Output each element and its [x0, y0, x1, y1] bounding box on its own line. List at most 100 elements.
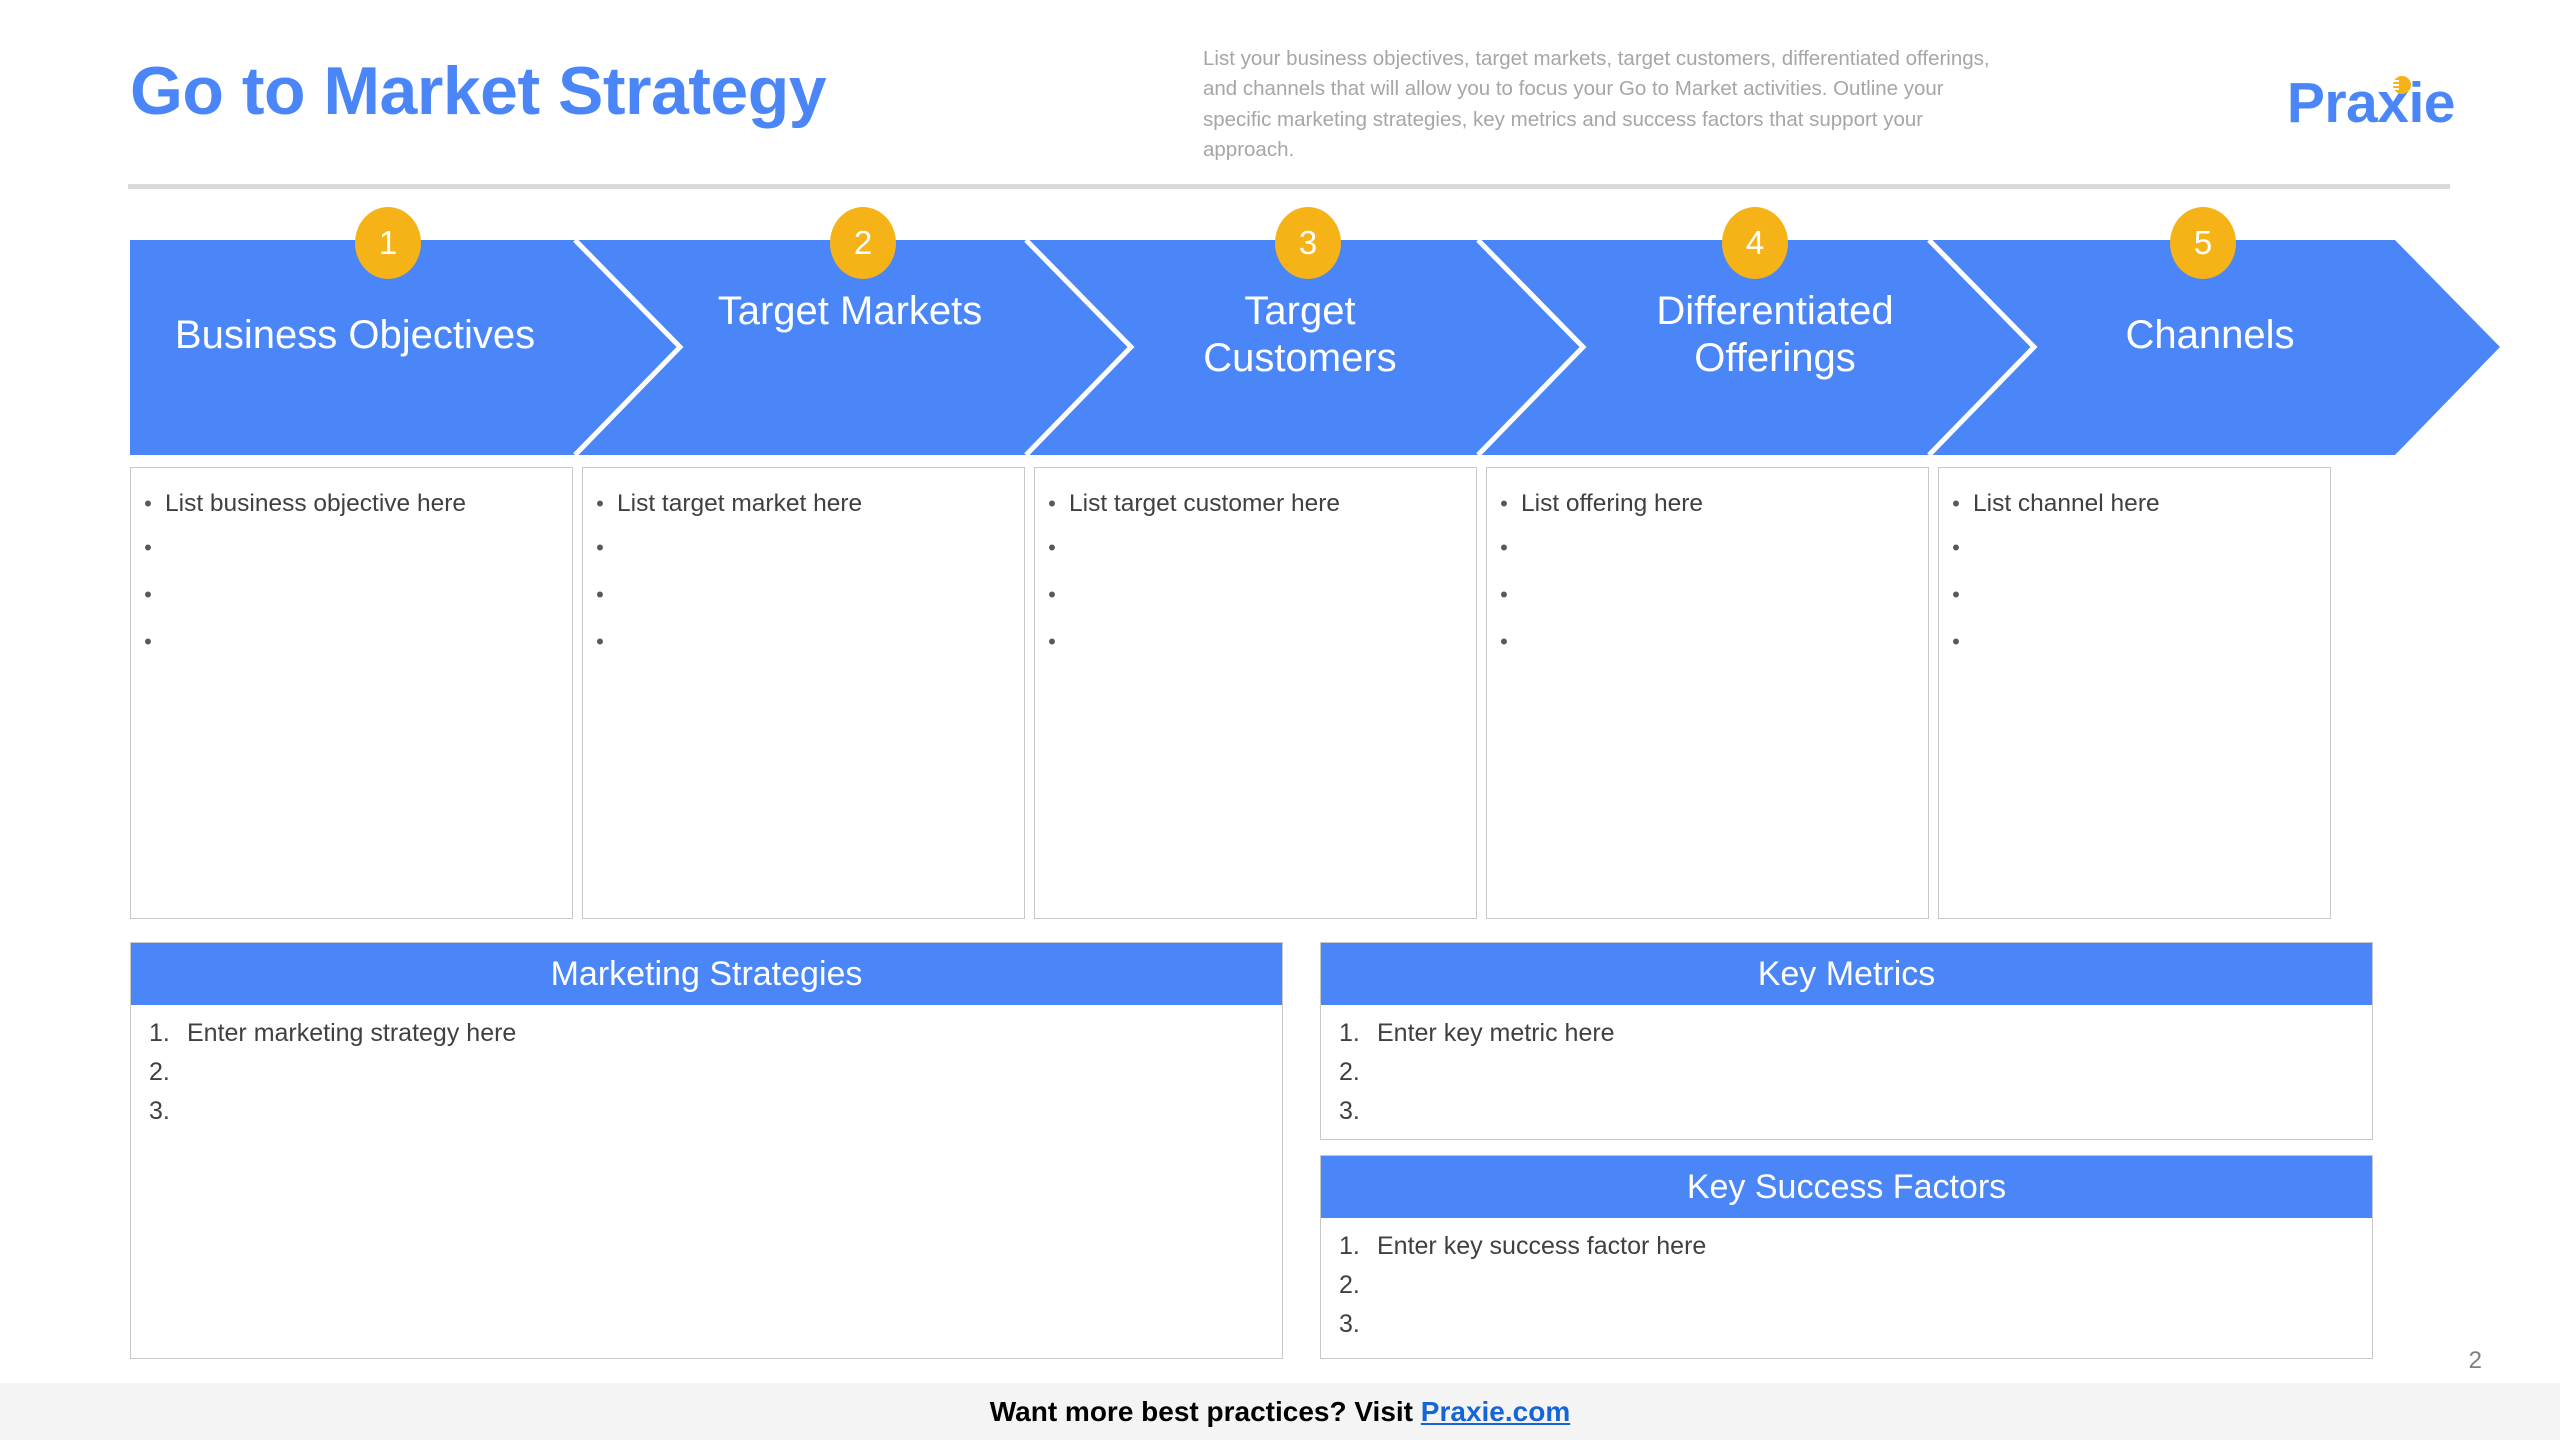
bullet-box-differentiated-offerings[interactable]: • List offering here • • • — [1486, 467, 1929, 919]
bullet-dot-icon: • — [1048, 535, 1056, 560]
list-number: 2. — [1339, 1058, 1360, 1086]
bullet-dot-icon: • — [596, 629, 604, 654]
list-item[interactable]: 1. Enter marketing strategy here — [131, 1019, 1282, 1058]
bullet-dot-icon: • — [1952, 582, 1960, 607]
bullet-dot-icon: • — [1500, 629, 1508, 654]
bullet-text: List offering here — [1521, 490, 1704, 517]
list-item[interactable]: • List offering here — [1487, 490, 1928, 537]
bullet-text: List business objective here — [165, 490, 466, 517]
bullet-box-target-customers[interactable]: • List target customer here • • • — [1034, 467, 1477, 919]
bullet-text: List target market here — [617, 490, 863, 517]
list-number: 1. — [1339, 1019, 1360, 1047]
bullet-dot-icon: • — [1048, 582, 1056, 607]
bullet-dot-icon: • — [144, 629, 152, 654]
numbered-list-key-metrics: 1. Enter key metric here 2. 3. — [1321, 1005, 2372, 1136]
step-badge-2: 2 — [830, 207, 896, 279]
list-item[interactable]: 2. — [1321, 1271, 2372, 1310]
footer-text-before: Want more best practices? Visit — [989, 1395, 1421, 1427]
list-item[interactable]: • — [1939, 631, 2330, 678]
bullet-dot-icon: • — [144, 582, 152, 607]
list-item[interactable]: 3. — [1321, 1310, 2372, 1349]
list-item[interactable]: • — [1487, 584, 1928, 631]
list-item[interactable]: • — [1035, 584, 1476, 631]
list-item[interactable]: • — [583, 584, 1024, 631]
list-text: Enter marketing strategy here — [187, 1019, 517, 1047]
list-item[interactable]: • — [1035, 631, 1476, 678]
bullet-dot-icon: • — [1048, 629, 1056, 654]
list-item[interactable]: 3. — [1321, 1097, 2372, 1136]
list-item[interactable]: • — [1487, 537, 1928, 584]
bullet-list: • List target market here • • • — [583, 490, 1024, 678]
step-badge-1: 1 — [355, 207, 421, 279]
list-item[interactable]: • List business objective here — [131, 490, 572, 537]
list-number: 3. — [1339, 1097, 1360, 1125]
list-number: 3. — [149, 1097, 170, 1125]
list-item[interactable]: • List channel here — [1939, 490, 2330, 537]
panel-key-metrics[interactable]: Key Metrics 1. Enter key metric here 2. … — [1320, 942, 2373, 1140]
bullet-dot-icon: • — [1500, 535, 1508, 560]
process-band-shape — [130, 240, 2500, 455]
list-item[interactable]: 3. — [131, 1097, 1282, 1136]
panel-title-marketing-strategies: Marketing Strategies — [131, 943, 1282, 1005]
bullet-list: • List business objective here • • • — [131, 490, 572, 678]
bullet-list: • List channel here • • • — [1939, 490, 2330, 678]
step-badge-3: 3 — [1275, 207, 1341, 279]
list-number: 1. — [149, 1019, 170, 1047]
panel-key-success-factors[interactable]: Key Success Factors 1. Enter key success… — [1320, 1155, 2373, 1359]
numbered-list-key-success-factors: 1. Enter key success factor here 2. 3. — [1321, 1218, 2372, 1349]
list-item[interactable]: • List target customer here — [1035, 490, 1476, 537]
bullet-box-target-markets[interactable]: • List target market here • • • — [582, 467, 1025, 919]
process-band: Business Objectives Target Markets Targe… — [0, 207, 2560, 455]
bullet-dot-icon: • — [144, 535, 152, 560]
list-item[interactable]: 1. Enter key metric here — [1321, 1019, 2372, 1058]
bullet-dot-icon: • — [1952, 491, 1960, 516]
bullet-dot-icon: • — [1952, 629, 1960, 654]
bullet-box-row: • List business objective here • • • • L… — [0, 467, 2560, 919]
bullet-text: List target customer here — [1069, 490, 1340, 517]
bullet-box-channels[interactable]: • List channel here • • • — [1938, 467, 2331, 919]
page-description: List your business objectives, target ma… — [1203, 47, 1990, 161]
list-text: Enter key success factor here — [1377, 1232, 1707, 1260]
bullet-dot-icon: • — [596, 491, 604, 516]
bullet-dot-icon: • — [596, 535, 604, 560]
bullet-list: • List target customer here • • • — [1035, 490, 1476, 678]
list-item[interactable]: • — [1939, 584, 2330, 631]
list-number: 2. — [1339, 1271, 1360, 1299]
step-badge-5: 5 — [2170, 207, 2236, 279]
list-item[interactable]: • List target market here — [583, 490, 1024, 537]
list-text: Enter key metric here — [1377, 1019, 1615, 1047]
bullet-dot-icon: • — [144, 491, 152, 516]
list-item[interactable]: • — [583, 537, 1024, 584]
panel-title-key-metrics: Key Metrics — [1321, 943, 2372, 1005]
page-title: Go to Market Strategy — [130, 53, 827, 129]
bullet-dot-icon: • — [1048, 491, 1056, 516]
sun-dot-icon — [2386, 76, 2411, 94]
panel-marketing-strategies[interactable]: Marketing Strategies 1. Enter marketing … — [130, 942, 1283, 1359]
page-footer: Want more best practices? Visit Praxie.c… — [0, 1383, 2560, 1440]
page-header: Go to Market Strategy List your business… — [0, 0, 2560, 190]
bullet-list: • List offering here • • • — [1487, 490, 1928, 678]
list-number: 1. — [1339, 1232, 1360, 1260]
bullet-dot-icon: • — [596, 582, 604, 607]
list-item[interactable]: 2. — [131, 1058, 1282, 1097]
list-item[interactable]: • — [131, 584, 572, 631]
bullet-box-business-objectives[interactable]: • List business objective here • • • — [130, 467, 573, 919]
panel-title-key-success-factors: Key Success Factors — [1321, 1156, 2372, 1218]
header-divider — [128, 184, 2450, 189]
list-item[interactable]: 2. — [1321, 1058, 2372, 1097]
list-item[interactable]: 1. Enter key success factor here — [1321, 1232, 2372, 1271]
list-item[interactable]: • — [1487, 631, 1928, 678]
list-item[interactable]: • — [1035, 537, 1476, 584]
page-number: 2 — [2468, 1347, 2482, 1374]
list-item[interactable]: • — [583, 631, 1024, 678]
bullet-dot-icon: • — [1952, 535, 1960, 560]
footer-text: Want more best practices? Visit Praxie.c… — [990, 1396, 1570, 1428]
bullet-text: List channel here — [1973, 490, 2160, 517]
bullet-dot-icon: • — [1500, 582, 1508, 607]
list-item[interactable]: • — [1939, 537, 2330, 584]
step-badge-4: 4 — [1722, 207, 1788, 279]
list-item[interactable]: • — [131, 631, 572, 678]
bullet-dot-icon: • — [1500, 491, 1508, 516]
list-item[interactable]: • — [131, 537, 572, 584]
praxie-link[interactable]: Praxie.com — [1420, 1395, 1571, 1427]
